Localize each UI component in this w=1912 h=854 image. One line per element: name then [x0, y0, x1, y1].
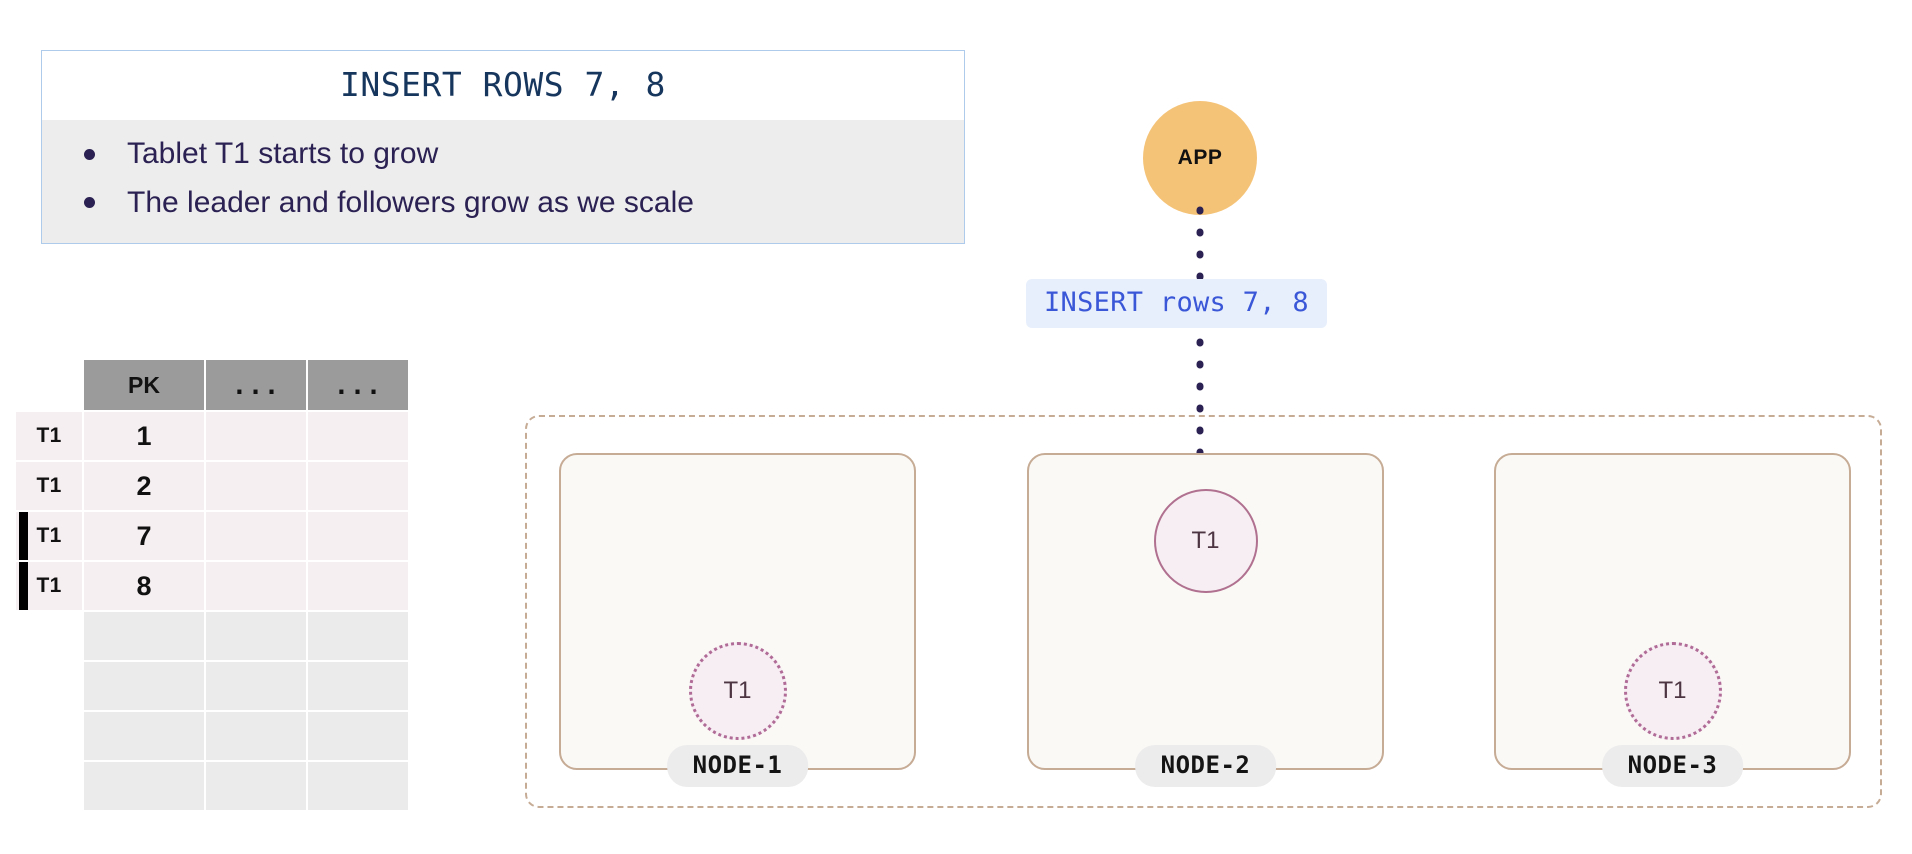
row-tablet-tag-label: T1: [36, 574, 62, 597]
tablet-label: T1: [1191, 527, 1220, 554]
row-tablet-tag: [16, 612, 82, 660]
table-row: T1 1: [16, 412, 408, 460]
bullet-icon: [84, 148, 95, 160]
column-header-pk: PK: [84, 360, 204, 410]
cell-pk: [84, 762, 204, 810]
cell-dots-1: [206, 762, 306, 810]
table-row: [16, 762, 408, 810]
table-row: T1 7: [16, 512, 408, 560]
cell-dots-1: [206, 612, 306, 660]
table-row: T1 2: [16, 462, 408, 510]
cell-pk: 8: [84, 562, 204, 610]
node-box-node-2: T1 NODE-2: [1027, 453, 1384, 787]
callout-title: INSERT ROWS 7, 8: [42, 51, 964, 120]
cell-pk: [84, 662, 204, 710]
cell-pk: [84, 612, 204, 660]
cell-dots-2: [308, 712, 408, 760]
row-tablet-tag: T1: [16, 462, 82, 510]
table-row: [16, 712, 408, 760]
callout-body: Tablet T1 starts to grow The leader and …: [42, 120, 964, 243]
cell-dots-1: [206, 512, 306, 560]
node-name-pill-node-2: NODE-2: [1134, 745, 1277, 787]
cell-dots-1: [206, 662, 306, 710]
row-tablet-tag: T1: [16, 512, 82, 560]
row-tablet-tag: T1: [16, 562, 82, 610]
bullet-icon: [84, 197, 95, 209]
cell-dots-1: [206, 562, 306, 610]
cluster-boundary: T1 NODE-1 T1 NODE-2 T1 NODE-3: [525, 415, 1882, 808]
cell-pk: 2: [84, 462, 204, 510]
cell-dots-2: [308, 512, 408, 560]
table-row: [16, 662, 408, 710]
cell-dots-1: [206, 462, 306, 510]
query-label: INSERT rows 7, 8: [1026, 279, 1327, 328]
row-tablet-tag-label: T1: [36, 424, 62, 447]
cell-pk: 1: [84, 412, 204, 460]
cell-pk: 7: [84, 512, 204, 560]
tablet-label: T1: [1658, 677, 1687, 704]
callout-box: INSERT ROWS 7, 8 Tablet T1 starts to gro…: [41, 50, 965, 244]
tablet-circle-follower-node-1: T1: [688, 642, 787, 740]
cell-pk: [84, 712, 204, 760]
callout-item-label: Tablet T1 starts to grow: [127, 137, 439, 170]
cell-dots-2: [308, 662, 408, 710]
column-header-dots-1: ...: [206, 360, 306, 410]
node-box-node-1: T1 NODE-1: [559, 453, 916, 787]
column-header-dots-2: ...: [308, 360, 408, 410]
callout-list-item: Tablet T1 starts to grow: [42, 130, 964, 179]
pk-table: PK ... ... T1 1 T1 2 T1 7: [14, 358, 410, 812]
node-box-node-3: T1 NODE-3: [1494, 453, 1851, 787]
tablet-circle-leader-node-2: T1: [1153, 489, 1258, 593]
row-tablet-tag: [16, 712, 82, 760]
cell-dots-2: [308, 612, 408, 660]
cell-dots-1: [206, 412, 306, 460]
cell-dots-2: [308, 462, 408, 510]
row-tablet-tag-label: T1: [36, 524, 62, 547]
pk-table-container: PK ... ... T1 1 T1 2 T1 7: [14, 358, 410, 812]
row-tablet-tag: [16, 662, 82, 710]
app-node: APP: [1143, 101, 1257, 215]
table-row: T1 8: [16, 562, 408, 610]
app-node-label: APP: [1177, 146, 1223, 169]
cell-dots-2: [308, 412, 408, 460]
callout-item-label: The leader and followers grow as we scal…: [127, 185, 694, 219]
node-name-pill-node-3: NODE-3: [1601, 745, 1744, 787]
row-tablet-tag-label: T1: [36, 474, 62, 497]
tag-header-spacer: [16, 360, 82, 410]
table-row: [16, 612, 408, 660]
callout-list-item: The leader and followers grow as we scal…: [42, 179, 964, 228]
tablet-circle-follower-node-3: T1: [1623, 642, 1722, 740]
cell-dots-1: [206, 712, 306, 760]
tablet-label: T1: [723, 677, 752, 704]
cell-dots-2: [308, 762, 408, 810]
row-tablet-tag: T1: [16, 412, 82, 460]
table-header-row: PK ... ...: [16, 360, 408, 410]
node-name-pill-node-1: NODE-1: [666, 745, 809, 787]
row-tablet-tag: [16, 762, 82, 810]
cell-dots-2: [308, 562, 408, 610]
